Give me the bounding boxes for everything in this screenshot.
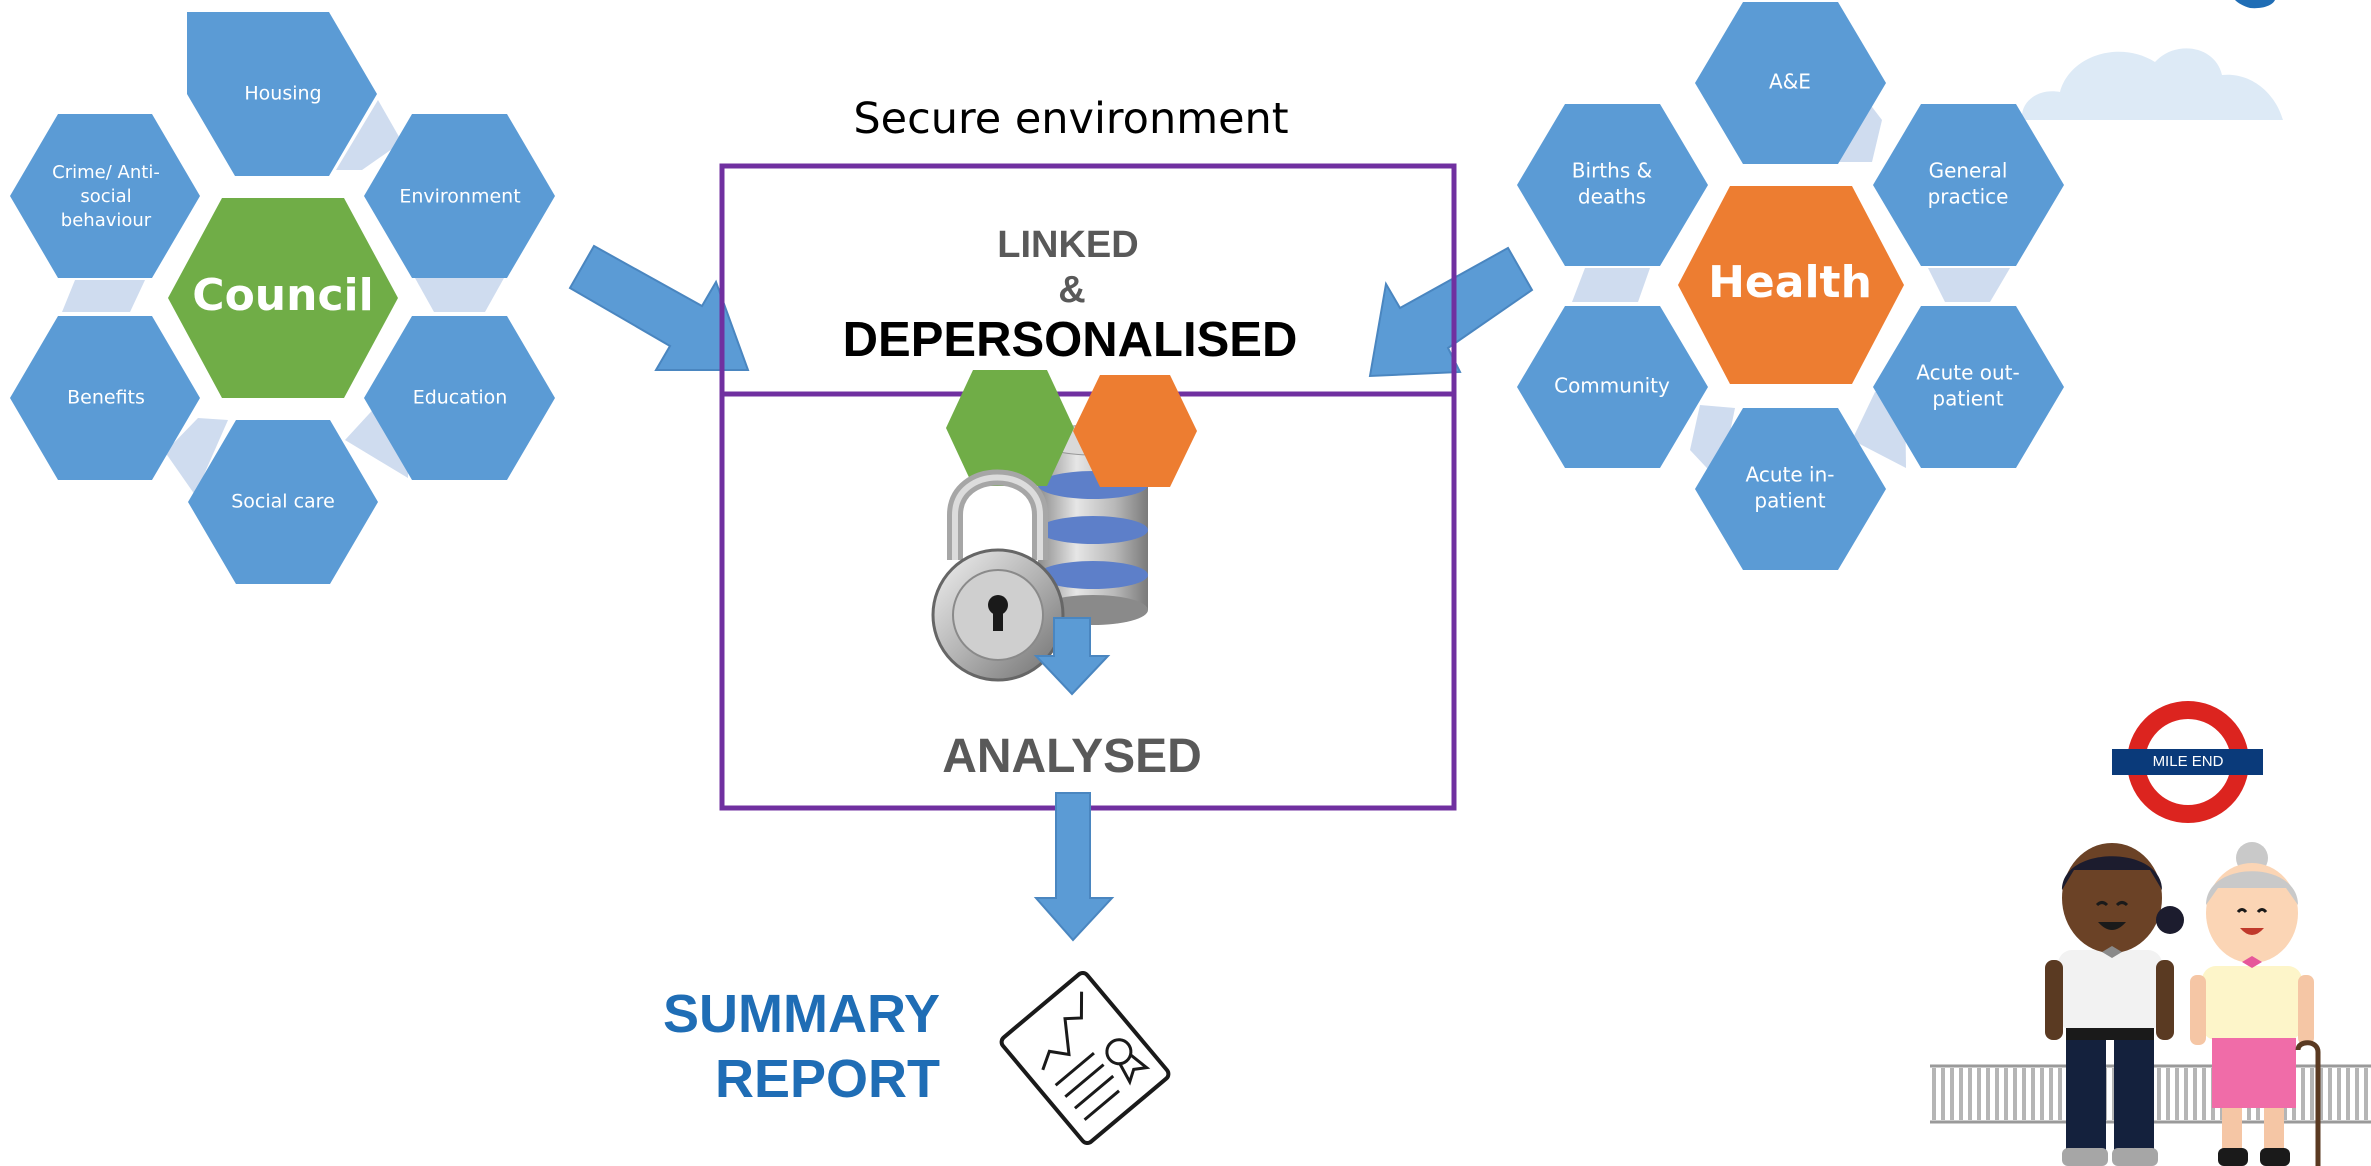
railing-bar	[1986, 1068, 1990, 1120]
connector-gp-acuteout	[1928, 268, 2010, 302]
depersonalised-label: DEPERSONALISED	[843, 313, 1298, 367]
railing-bar	[2328, 1068, 2332, 1120]
council-hub-hex	[168, 198, 398, 398]
svg-text:General: General	[1929, 159, 2008, 183]
hex-crime	[10, 114, 200, 278]
railing-bar	[2202, 1068, 2206, 1120]
hex-environment-label: Environment	[399, 186, 520, 208]
hex-general-practice	[1873, 104, 2064, 266]
hex-crime-label: Crime/ Anti- social behaviour	[52, 162, 160, 231]
hex-benefits-label: Benefits	[67, 387, 145, 409]
hex-environment	[364, 114, 555, 278]
connector-socialcare-benefits	[165, 418, 228, 495]
railing-bar	[2040, 1068, 2044, 1120]
older-woman-illustration	[2190, 842, 2321, 1166]
railing-bar	[1941, 1068, 1945, 1120]
arrow-council-to-secure	[568, 244, 750, 371]
railing-bar	[2022, 1068, 2026, 1120]
railing-bar	[2166, 1068, 2170, 1120]
report-document-icon	[999, 971, 1171, 1145]
railing-bar	[2355, 1068, 2359, 1120]
health-hub-label: Health	[1708, 257, 1872, 308]
health-hub-hex	[1678, 186, 1904, 384]
connector-community-births	[1572, 268, 1650, 302]
svg-text:social: social	[80, 186, 131, 207]
station-name-label: MILE END	[2153, 753, 2224, 770]
connector-benefits-crime	[62, 280, 145, 312]
hex-housing-label: Housing	[244, 83, 321, 105]
hex-acute-inpatient-label: Acute in- patient	[1746, 463, 1835, 513]
connector-environment-education	[415, 278, 504, 312]
hex-general-practice-label: General practice	[1928, 159, 2009, 209]
svg-text:practice: practice	[1928, 185, 2009, 209]
hex-education-label: Education	[413, 387, 508, 409]
ampersand-label: &	[1058, 269, 1085, 311]
svg-text:behaviour: behaviour	[61, 210, 152, 231]
railing-bar	[2058, 1068, 2062, 1120]
railing-bar	[2175, 1068, 2179, 1120]
railing-bar	[1977, 1068, 1981, 1120]
council-hub-label: Council	[192, 270, 373, 321]
svg-text:Acute in-: Acute in-	[1746, 463, 1835, 487]
railing-bar	[2157, 1068, 2161, 1120]
hex-social-care	[188, 420, 378, 584]
hex-acute-outpatient-label: Acute out- patient	[1916, 361, 2019, 411]
svg-text:Acute out-: Acute out-	[1916, 361, 2019, 385]
report-label: REPORT	[715, 1049, 940, 1109]
hex-education	[364, 316, 555, 480]
underground-roundel-icon: MILE END	[2112, 701, 2263, 823]
hex-acute-inpatient	[1695, 408, 1886, 570]
railing-bar	[2346, 1068, 2350, 1120]
hex-ae-label: A&E	[1769, 70, 1811, 94]
hex-acute-outpatient	[1873, 306, 2064, 468]
railing-bar	[2049, 1068, 2053, 1120]
health-cluster: A&E General practice Acute out- patient …	[1517, 2, 2064, 570]
cloud-icon	[2021, 48, 2283, 120]
hex-births-deaths-label: Births & deaths	[1572, 159, 1652, 209]
svg-text:deaths: deaths	[1578, 185, 1646, 209]
railing-bar	[1995, 1068, 1999, 1120]
hex-ae	[1695, 2, 1886, 164]
railing-bar	[2031, 1068, 2035, 1120]
hex-community-label: Community	[1554, 374, 1670, 398]
railing-bar	[1959, 1068, 1963, 1120]
railing-bar	[2337, 1068, 2341, 1120]
railing-bar	[2310, 1068, 2314, 1120]
svg-text:Births &: Births &	[1572, 159, 1652, 183]
linked-label: LINKED	[997, 224, 1138, 266]
svg-text:patient: patient	[1754, 489, 1825, 513]
railing-bar	[2301, 1068, 2305, 1120]
hex-benefits	[10, 316, 200, 480]
hex-social-care-label: Social care	[231, 491, 335, 513]
orange-data-hex	[1073, 375, 1197, 487]
secure-environment-title: Secure environment	[853, 94, 1288, 144]
logo-fragment	[2235, 0, 2275, 9]
arrow-down-analyse	[1033, 617, 1111, 696]
svg-text:patient: patient	[1932, 387, 2003, 411]
hex-community	[1517, 306, 1708, 468]
hex-housing	[187, 12, 377, 176]
green-data-hex	[946, 370, 1074, 486]
lock-icon	[931, 469, 1065, 682]
railing-bar	[1950, 1068, 1954, 1120]
staff-person-illustration	[2045, 843, 2184, 1166]
railing-bar	[2193, 1068, 2197, 1120]
railing-bar	[2364, 1068, 2368, 1120]
connector-housing-environment	[336, 100, 402, 170]
summary-label: SUMMARY	[663, 984, 940, 1044]
arrow-down-report	[1033, 792, 1115, 942]
analysed-label: ANALYSED	[942, 730, 1202, 783]
railing-bar	[2319, 1068, 2323, 1120]
railing-bar	[2013, 1068, 2017, 1120]
railing-bar	[2184, 1068, 2188, 1120]
arrow-health-to-secure	[1368, 246, 1534, 378]
svg-text:Crime/ Anti-: Crime/ Anti-	[52, 162, 160, 183]
hex-births-deaths	[1517, 104, 1708, 266]
railing-bar	[1932, 1068, 1936, 1120]
council-cluster: Housing Environment Education Social car…	[10, 12, 555, 584]
railing-bar	[2004, 1068, 2008, 1120]
railing-bar	[1968, 1068, 1972, 1120]
